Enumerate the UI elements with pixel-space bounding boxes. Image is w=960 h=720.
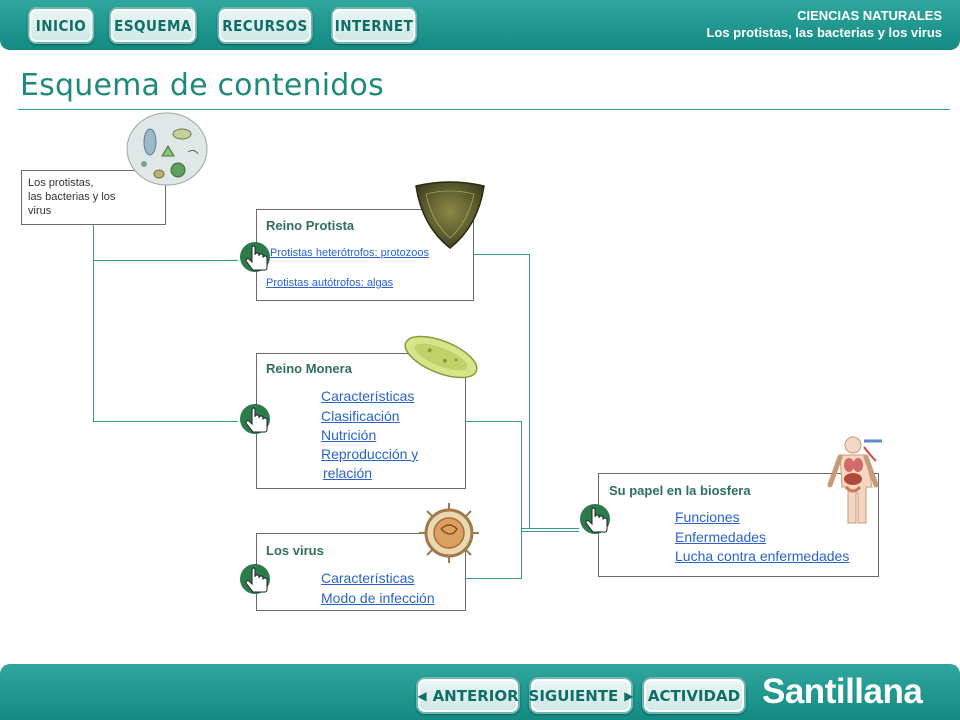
subject-name: CIENCIAS NATURALES (797, 8, 942, 23)
connector-line (93, 225, 94, 422)
arrow-left-icon: ◀ (417, 688, 427, 703)
actividad-label: ACTIVIDAD (647, 686, 741, 705)
link-enfermedades[interactable]: Enfermedades (675, 529, 767, 545)
nav-esquema-button[interactable]: ESQUEMA (108, 7, 198, 44)
hand-pointer-icon-virus[interactable] (238, 562, 274, 602)
link-protistas-autotrofos[interactable]: Protistas autótrofos: algas (266, 277, 394, 289)
root-topic-box: Los protistas, las bacterias y los virus (21, 170, 166, 225)
unit-name: Los protistas, las bacterias y los virus (706, 25, 942, 40)
link-protistas-heterotrofos[interactable]: Protistas heterótrofos: protozoos (270, 247, 429, 259)
connector-line (93, 421, 238, 422)
title-divider (18, 109, 950, 110)
protista-title: Reino Protista (266, 218, 355, 233)
hand-pointer-icon-protista[interactable] (238, 240, 274, 280)
actividad-button[interactable]: ACTIVIDAD (642, 677, 746, 714)
bacterium-illustration (404, 335, 478, 379)
hand-pointer-icon-biosfera[interactable] (578, 502, 614, 542)
anterior-button[interactable]: ◀ ANTERIOR (416, 677, 520, 714)
protists-illustration (126, 112, 208, 186)
link-monera-reproduccion[interactable]: Reproducción y (321, 446, 419, 462)
link-monera-clasificacion[interactable]: Clasificación (321, 408, 400, 424)
connector-line (93, 260, 238, 261)
siguiente-label: SIGUIENTE (528, 686, 619, 705)
connector-line (529, 254, 530, 528)
root-line: Los protistas, (28, 177, 94, 189)
anterior-label: ANTERIOR (432, 686, 519, 705)
root-topic-text: Los protistas, las bacterias y los virus (28, 176, 115, 218)
connector-line (473, 254, 529, 255)
link-monera-caracteristicas[interactable]: Características (321, 388, 415, 404)
connector-line (521, 531, 579, 532)
link-lucha-enfermedades[interactable]: Lucha contra enfermedades (675, 548, 850, 564)
virus-illustration (419, 503, 479, 563)
root-line: virus (28, 205, 52, 217)
monera-box: Reino Monera Características Clasificaci… (256, 353, 466, 489)
link-monera-relacion[interactable]: relación (323, 465, 373, 481)
link-virus-caracteristicas[interactable]: Características (321, 570, 415, 586)
nav-internet-button[interactable]: INTERNET (330, 7, 418, 44)
page-title: Esquema de contenidos (20, 68, 384, 103)
link-virus-modo-infeccion[interactable]: Modo de infección (321, 590, 435, 606)
connector-line (521, 421, 522, 579)
biosfera-box: Su papel en la biosfera Funciones Enferm… (598, 473, 879, 577)
hand-pointer-icon-monera[interactable] (238, 402, 274, 442)
arrow-right-icon: ▶ (624, 688, 634, 703)
root-line: las bacterias y los (28, 191, 116, 203)
link-monera-nutricion[interactable]: Nutrición (321, 427, 377, 443)
human-body-illustration (827, 436, 882, 524)
connector-line (466, 421, 521, 422)
connector-line (466, 578, 521, 579)
connector-line (521, 528, 579, 529)
monera-title: Reino Monera (266, 361, 352, 376)
virus-title: Los virus (266, 543, 324, 558)
siguiente-button[interactable]: SIGUIENTE ▶ (528, 677, 634, 714)
link-funciones[interactable]: Funciones (675, 509, 740, 525)
diatom-illustration (415, 181, 485, 249)
nav-recursos-button[interactable]: RECURSOS (217, 7, 313, 44)
santillana-logo: Santillana (762, 672, 923, 711)
header-info: CIENCIAS NATURALES Los protistas, las ba… (706, 7, 942, 41)
nav-inicio-button[interactable]: INICIO (27, 7, 95, 44)
biosfera-title: Su papel en la biosfera (609, 483, 751, 498)
